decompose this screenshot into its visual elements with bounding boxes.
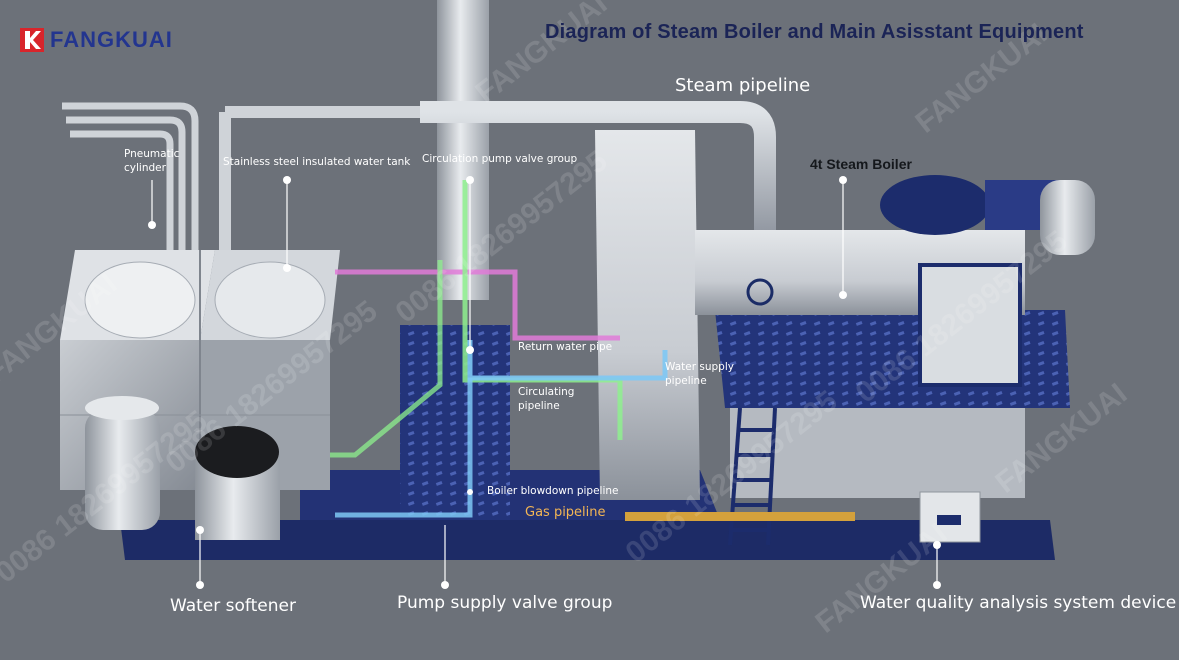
label-steam-boiler: 4t Steam Boiler <box>810 156 912 172</box>
pump-platform <box>400 325 510 520</box>
label-circulating-line2: pipeline <box>518 400 560 412</box>
page-title: Diagram of Steam Boiler and Main Asissta… <box>545 21 1084 43</box>
burner <box>880 175 1095 387</box>
skid-base <box>120 520 1055 560</box>
label-circulation-pump: Circulation pump valve group <box>422 153 578 165</box>
return-water-pipe <box>335 269 620 341</box>
callout-leaders <box>151 180 938 585</box>
callout-dots <box>148 176 941 589</box>
water-supply-pipeline <box>467 340 668 381</box>
label-pneumatic-cylinder-line2: cylinder <box>124 162 166 174</box>
label-circulating-line1: Circulating <box>518 386 575 398</box>
label-steam-pipeline: Steam pipeline <box>675 75 811 96</box>
label-water-tank: Stainless steel insulated water tank <box>223 156 411 168</box>
brand-mark-icon <box>20 28 44 52</box>
label-pneumatic-cylinder-line1: Pneumatic <box>124 148 180 160</box>
ladder <box>728 407 777 546</box>
brand-logo: FANGKUAI <box>20 27 173 53</box>
label-gas-pipeline: Gas pipeline <box>525 505 606 520</box>
label-water-supply-line2: pipeline <box>665 375 707 387</box>
water-softener <box>85 396 280 540</box>
label-blowdown-pipeline: Boiler blowdown pipeline <box>487 485 619 497</box>
label-return-water-pipe: Return water pipe <box>518 341 613 353</box>
label-pump-supply: Pump supply valve group <box>397 593 613 613</box>
brand-name: FANGKUAI <box>50 27 173 52</box>
label-water-softener: Water softener <box>170 596 296 616</box>
label-water-supply-line1: Water supply <box>665 361 734 373</box>
gas-pipeline <box>625 512 855 521</box>
pneumatic-cylinder-pipes <box>62 102 199 250</box>
steam-pipeline <box>420 101 776 235</box>
label-water-quality: Water quality analysis system device <box>860 593 1177 613</box>
